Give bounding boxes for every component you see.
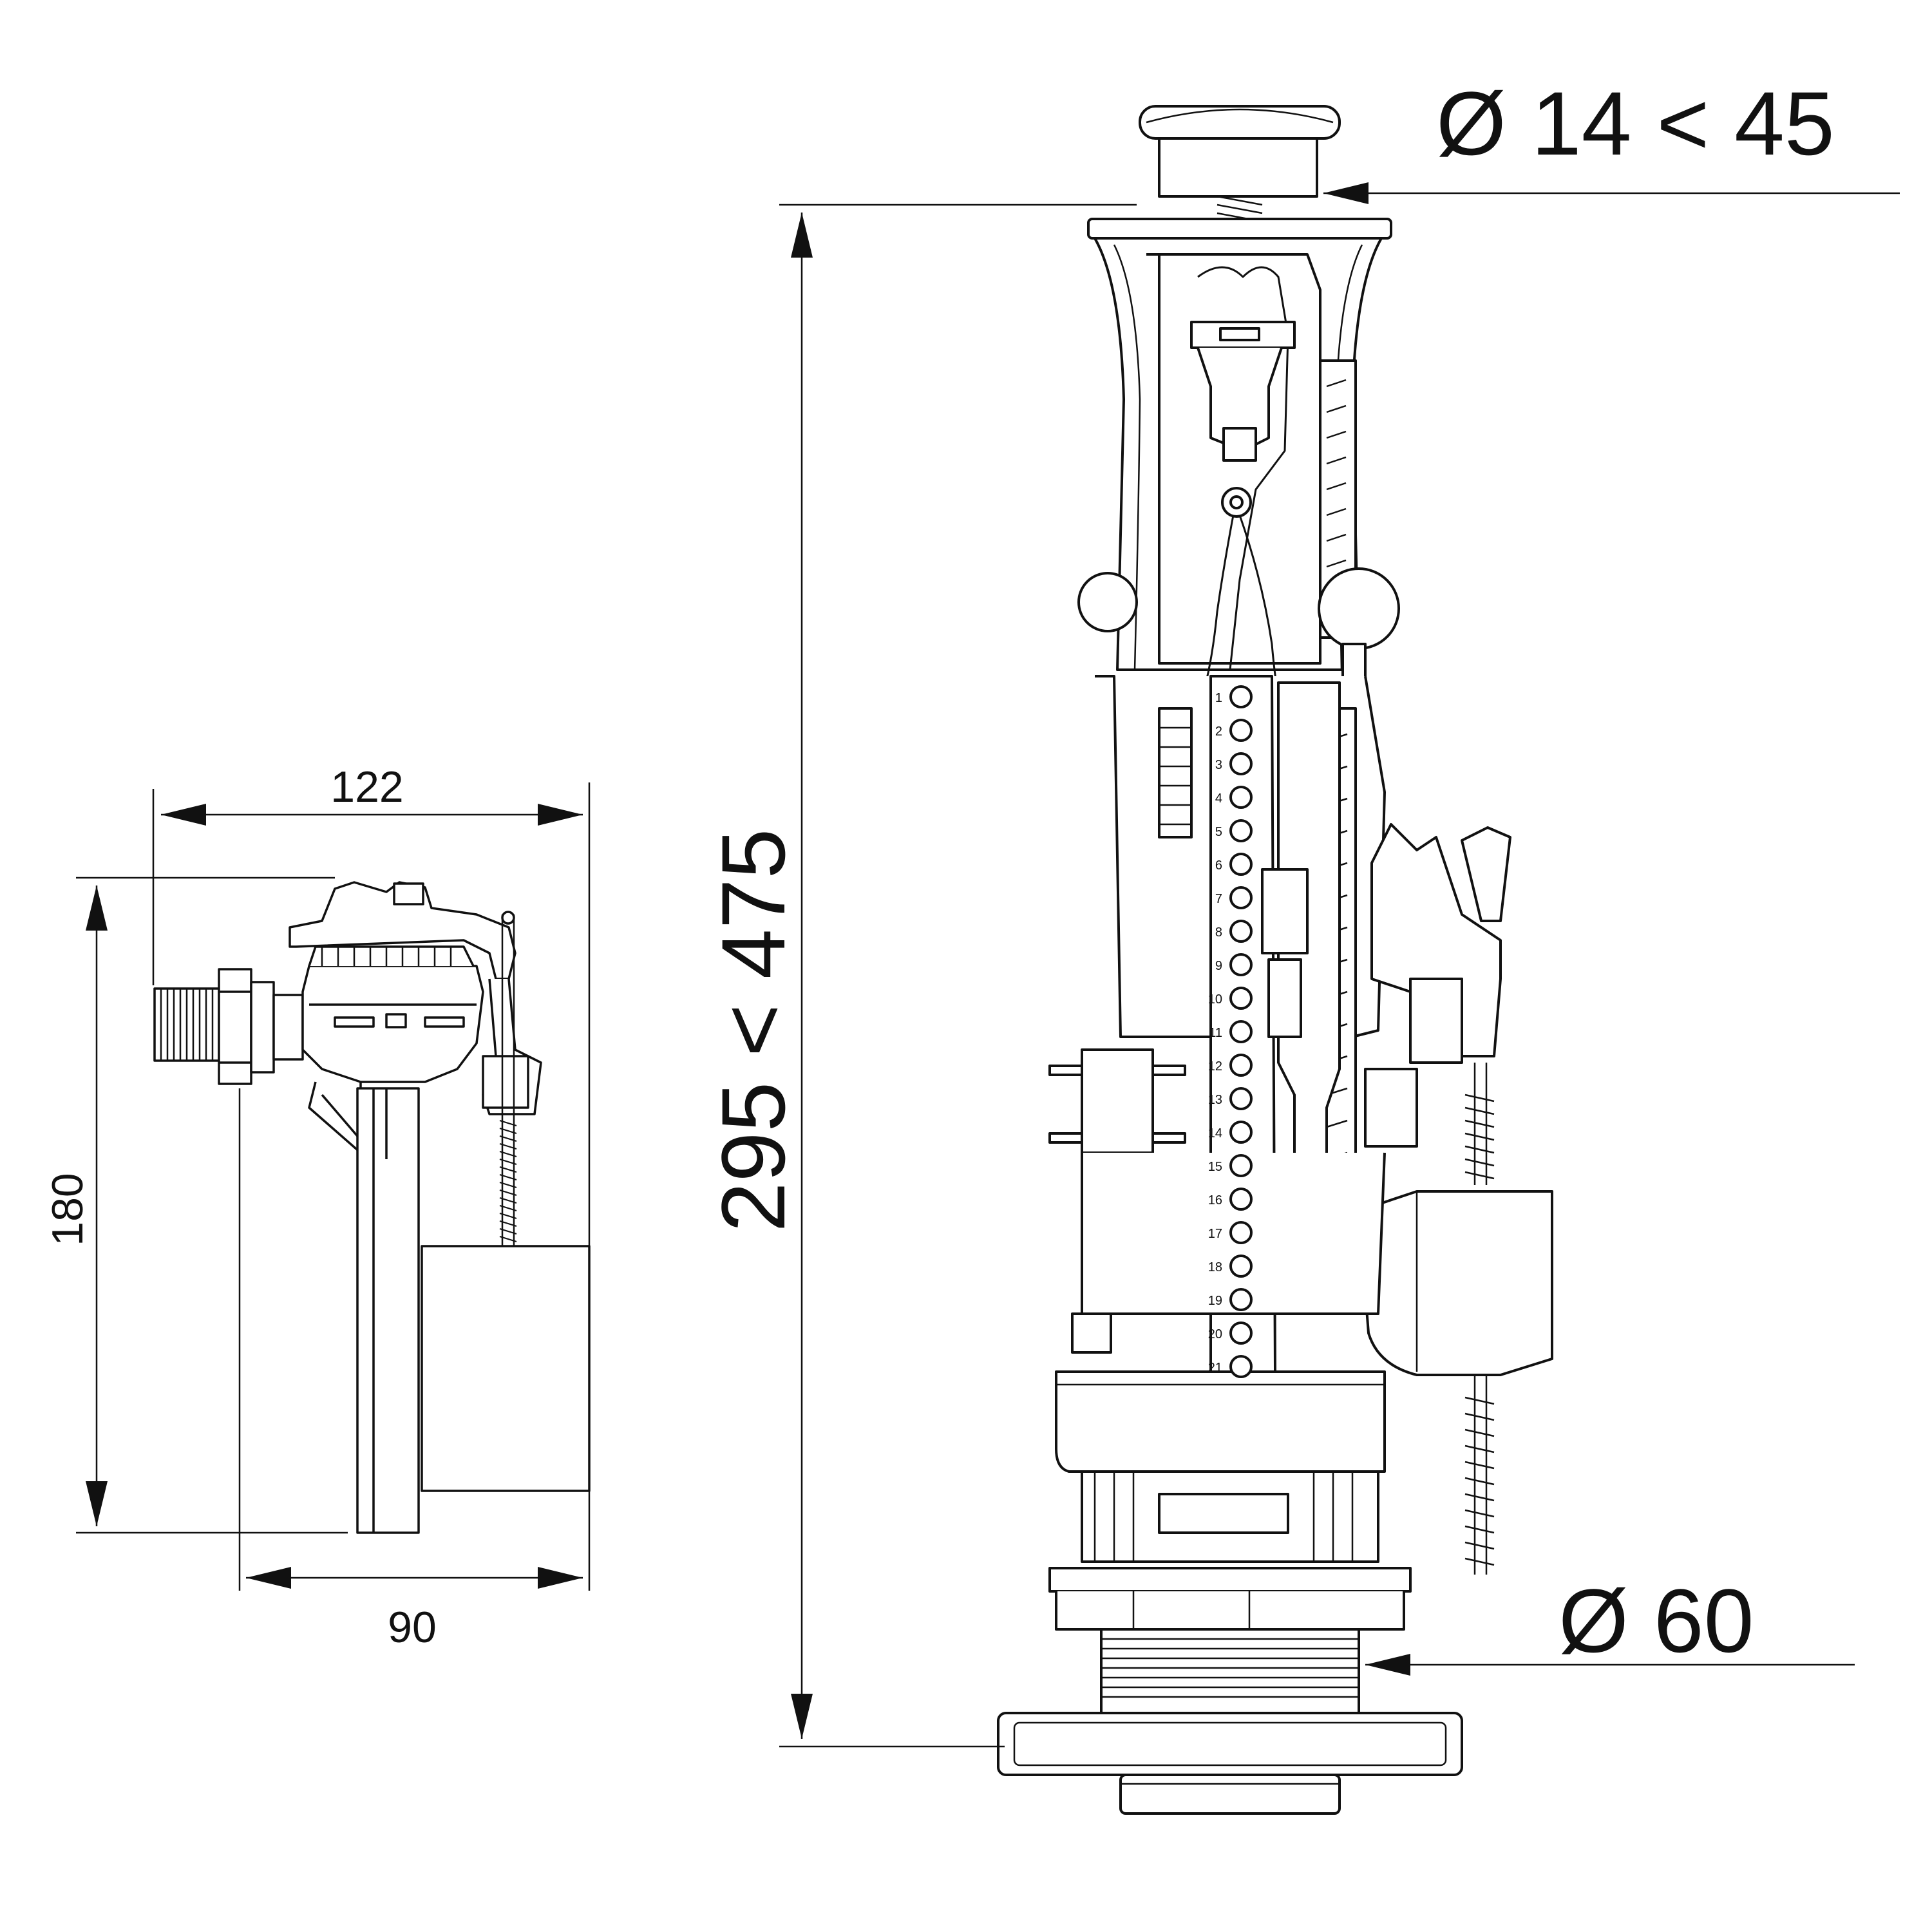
fill-valve-drawing <box>153 881 591 1534</box>
scale-number: 8 <box>1215 925 1222 940</box>
scale-number: 19 <box>1208 1294 1222 1308</box>
dim-90-label: 90 <box>388 1603 437 1652</box>
scale-number: 5 <box>1215 825 1222 839</box>
dim-180-label: 180 <box>43 1173 92 1245</box>
scale-number: 16 <box>1208 1193 1222 1208</box>
scale-number: 3 <box>1215 758 1222 772</box>
scale-number: 17 <box>1208 1227 1222 1241</box>
scale-number: 18 <box>1208 1260 1222 1274</box>
dim-122-label: 122 <box>330 762 403 811</box>
scale-number: 2 <box>1215 724 1222 739</box>
scale-number: 13 <box>1208 1093 1222 1107</box>
scale-numbers: 1 2 3 4 5 6 7 8 9 10 11 12 13 14 15 16 1… <box>1208 691 1222 1375</box>
scale-number: 6 <box>1215 858 1222 873</box>
height-scale <box>1229 685 1253 1378</box>
scale-number: 21 <box>1208 1361 1222 1375</box>
scale-number: 14 <box>1208 1126 1222 1141</box>
scale-number: 9 <box>1215 959 1222 973</box>
scale-number: 7 <box>1215 892 1222 906</box>
scale-number: 4 <box>1215 791 1222 806</box>
dim-button-diameter-label: Ø 14 < 45 <box>1436 73 1835 174</box>
scale-number: 20 <box>1208 1327 1222 1341</box>
dim-height-label: 295 < 475 <box>703 829 804 1233</box>
scale-number: 15 <box>1208 1160 1222 1174</box>
scale-number: 1 <box>1215 691 1222 705</box>
dim-outlet-diameter-label: Ø 60 <box>1558 1570 1754 1671</box>
fill-valve-dimensions <box>76 782 591 1591</box>
scale-number: 12 <box>1208 1059 1222 1074</box>
scale-number: 11 <box>1209 1026 1222 1040</box>
scale-number: 10 <box>1208 992 1222 1007</box>
flush-valve-dimensions <box>779 182 1900 1748</box>
flush-valve-drawing <box>997 105 1553 1815</box>
